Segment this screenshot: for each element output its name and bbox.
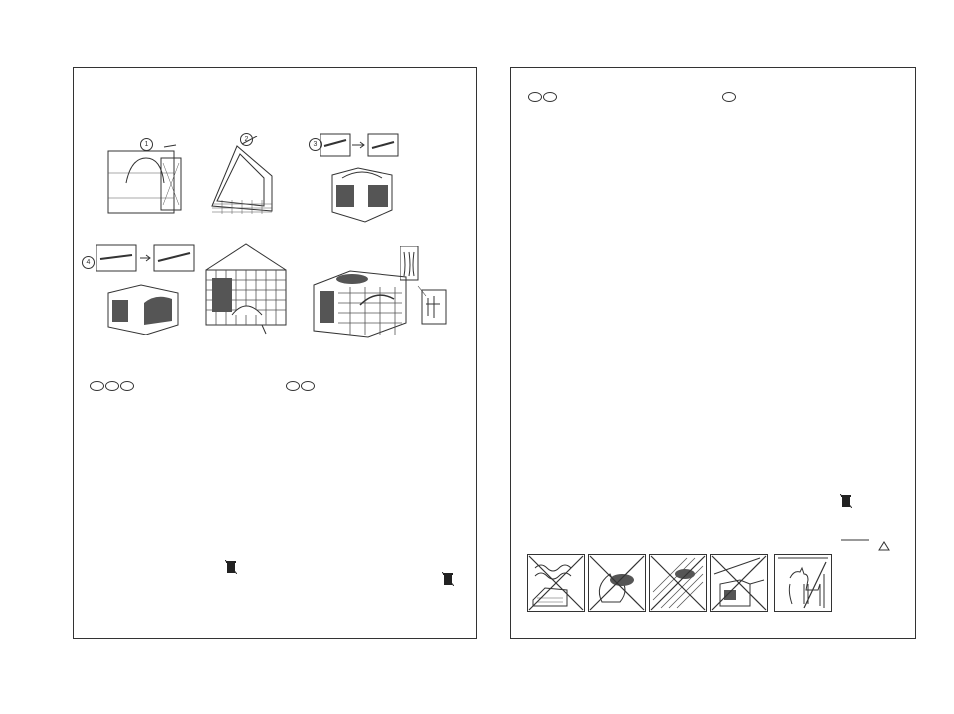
step-number: 3 (313, 141, 318, 148)
step-4-marker: 4 (82, 256, 95, 269)
step-3-marker: 3 (309, 138, 322, 151)
clip-detail-icon (320, 130, 405, 225)
no-fire-icon (588, 554, 646, 612)
size-warning-marker (841, 538, 891, 552)
language-marker (286, 381, 300, 391)
language-group-1 (90, 381, 134, 391)
crate-open-view-icon (310, 263, 410, 341)
language-marker (120, 381, 134, 391)
language-marker (528, 92, 542, 102)
folded-carrier-icon (106, 143, 186, 218)
language-group-4 (722, 92, 736, 102)
language-group-2 (286, 381, 315, 391)
language-marker (722, 92, 736, 102)
crate-front-view-icon (202, 240, 290, 335)
right-page (510, 67, 916, 639)
left-page: 1 2 3 4 (73, 67, 477, 639)
crate-side-view-icon (96, 243, 196, 335)
recycle-bin-icon (839, 493, 853, 509)
no-car-icon (710, 554, 768, 612)
language-marker (543, 92, 557, 102)
dog-size-icon (774, 554, 832, 612)
recycle-bin-icon (224, 559, 238, 575)
zip-tie-icon (400, 246, 448, 326)
step-number: 2 (244, 136, 249, 143)
language-group-3 (528, 92, 557, 102)
step-2-marker: 2 (240, 133, 253, 146)
step-number: 4 (86, 259, 91, 266)
no-rain-icon (649, 554, 707, 612)
recycle-bin-icon (441, 571, 455, 587)
language-marker (301, 381, 315, 391)
language-marker (105, 381, 119, 391)
language-marker (90, 381, 104, 391)
no-heat-icon (527, 554, 585, 612)
unfolding-carrier-icon (202, 136, 282, 218)
step-number: 1 (144, 141, 149, 148)
